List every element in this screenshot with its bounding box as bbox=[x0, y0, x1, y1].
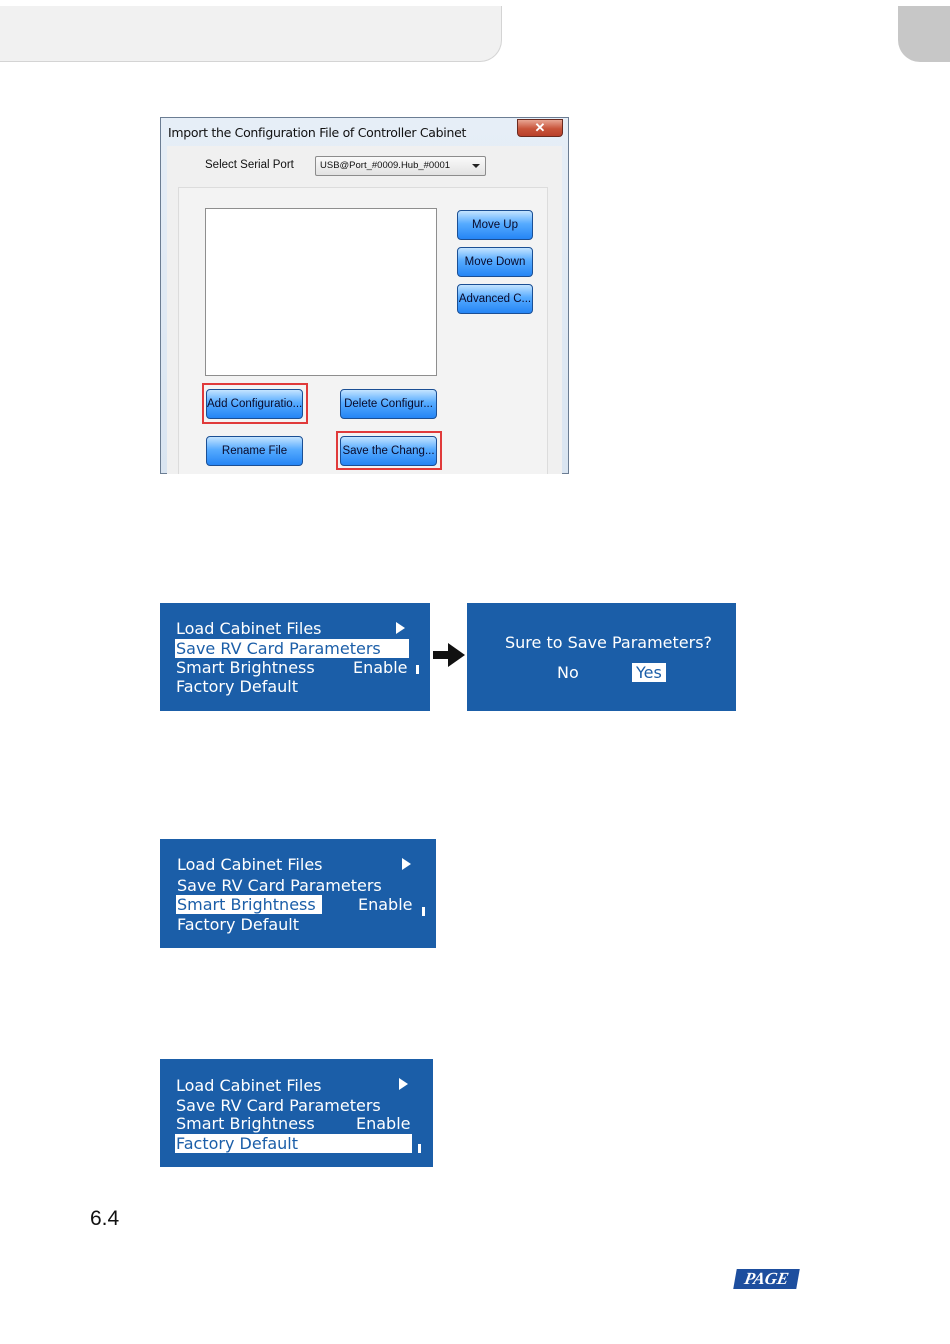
menu-item-load: Load Cabinet Files bbox=[177, 855, 323, 874]
scroll-indicator bbox=[422, 907, 425, 916]
dialog-title: Import the Configuration File of Control… bbox=[168, 125, 467, 140]
move-down-button[interactable]: Move Down bbox=[457, 247, 533, 277]
menu-item-factory: Factory Default bbox=[177, 915, 299, 934]
advanced-button[interactable]: Advanced C... bbox=[457, 284, 533, 314]
section-number: 6.4 bbox=[90, 1207, 120, 1230]
close-button[interactable]: ✕ bbox=[517, 119, 563, 137]
menu-item-factory: Factory Default bbox=[176, 677, 298, 696]
add-configuration-button[interactable]: Add Configuratio... bbox=[206, 389, 303, 419]
move-up-button[interactable]: Move Up bbox=[457, 210, 533, 240]
submenu-arrow-icon bbox=[396, 622, 405, 634]
arrow-right-icon bbox=[433, 643, 465, 667]
menu-item-save: Save RV Card Parameters bbox=[177, 876, 382, 895]
rename-file-button[interactable]: Rename File bbox=[206, 436, 303, 466]
page-logo: PAGE bbox=[733, 1269, 800, 1289]
serial-port-value: USB@Port_#0009.Hub_#0001 bbox=[320, 160, 451, 171]
header-bar bbox=[0, 6, 502, 62]
confirm-question: Sure to Save Parameters? bbox=[505, 633, 713, 652]
menu-item-smart: Smart Brightness bbox=[176, 658, 315, 677]
menu-item-save: Save RV Card Parameters bbox=[176, 1096, 381, 1115]
menu-item-smart: Smart Brightness bbox=[176, 895, 322, 914]
menu-item-factory: Factory Default bbox=[175, 1134, 412, 1153]
serial-port-label: Select Serial Port bbox=[205, 159, 294, 171]
menu-item-load: Load Cabinet Files bbox=[176, 619, 322, 638]
dialog-body: Select Serial Port USB@Port_#0009.Hub_#0… bbox=[167, 146, 562, 474]
menu-item-smart: Smart Brightness bbox=[176, 1114, 315, 1133]
save-changes-button[interactable]: Save the Chang... bbox=[340, 436, 437, 466]
lcd-menu-smart-selected: Load Cabinet Files Save RV Card Paramete… bbox=[160, 839, 436, 948]
menu-item-load: Load Cabinet Files bbox=[176, 1076, 322, 1095]
lcd-confirm-dialog: Sure to Save Parameters? No Yes bbox=[467, 603, 736, 711]
menu-item-save: Save RV Card Parameters bbox=[175, 639, 409, 658]
lcd-menu-save-selected: Load Cabinet Files Save RV Card Paramete… bbox=[160, 603, 430, 711]
menu-item-smart-value: Enable bbox=[356, 1114, 411, 1133]
submenu-arrow-icon bbox=[402, 858, 411, 870]
serial-port-select[interactable]: USB@Port_#0009.Hub_#0001 bbox=[315, 156, 486, 176]
menu-item-smart-value: Enable bbox=[358, 895, 413, 914]
import-config-dialog: Import the Configuration File of Control… bbox=[160, 117, 569, 474]
chevron-down-icon bbox=[472, 164, 480, 168]
lcd-menu-factory-selected: Load Cabinet Files Save RV Card Paramete… bbox=[160, 1059, 433, 1167]
scroll-indicator bbox=[418, 1144, 421, 1153]
highlight-frame-save bbox=[336, 431, 442, 470]
confirm-yes-option: Yes bbox=[632, 663, 666, 682]
confirm-no-option: No bbox=[557, 663, 579, 682]
menu-item-smart-value: Enable bbox=[353, 658, 408, 677]
submenu-arrow-icon bbox=[399, 1078, 408, 1090]
header-tab bbox=[898, 6, 950, 62]
scroll-indicator bbox=[416, 665, 419, 674]
delete-configuration-button[interactable]: Delete Configur... bbox=[340, 389, 437, 419]
config-file-list[interactable] bbox=[205, 208, 437, 376]
highlight-frame-add bbox=[202, 383, 308, 424]
